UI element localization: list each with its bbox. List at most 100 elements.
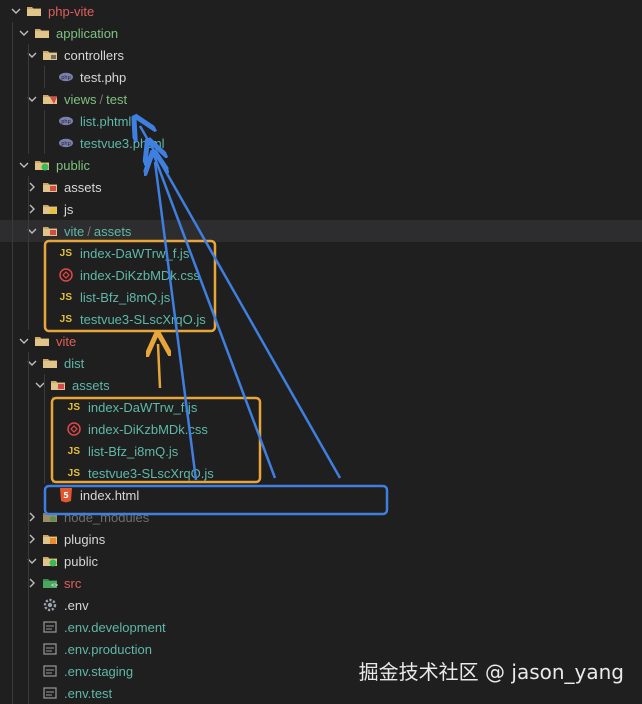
tree-item-env-development[interactable]: .env.development	[0, 616, 642, 638]
tree-item-controllers[interactable]: controllers	[0, 44, 642, 66]
assets-folder-icon	[50, 377, 66, 393]
tree-item-dist-list-js[interactable]: JS list-Bfz_i8mQ.js	[0, 440, 642, 462]
tree-item-label: php-vite	[48, 3, 95, 19]
node-folder-icon	[42, 509, 58, 525]
tree-item-vite-assets[interactable]: vite / assets	[0, 220, 642, 242]
chevron-right-icon[interactable]	[24, 179, 40, 195]
tree-item-plugins[interactable]: plugins	[0, 528, 642, 550]
tree-item-vite-public[interactable]: public	[0, 550, 642, 572]
plugins-folder-icon	[42, 531, 58, 547]
folder-icon	[26, 3, 42, 19]
tree-item-label: .env.staging	[64, 663, 134, 679]
tree-item-label: assets	[72, 377, 110, 393]
tree-item-label: public	[56, 157, 90, 173]
tree-item-src[interactable]: <> src	[0, 572, 642, 594]
chevron-right-icon[interactable]	[24, 575, 40, 591]
tree-item-label: testvue3-SLscXrqO.js	[80, 311, 206, 327]
tree-item-dist-index-css[interactable]: index-DiKzbMDk.css	[0, 418, 642, 440]
tree-item-index-js[interactable]: JS index-DaWTrw_f.js	[0, 242, 642, 264]
tree-item-label: list-Bfz_i8mQ.js	[88, 443, 179, 459]
tree-item-label: node_modules	[64, 509, 150, 525]
tree-item-assets[interactable]: assets	[0, 176, 642, 198]
svg-text:php: php	[61, 141, 71, 147]
php-file-icon: php	[58, 113, 74, 129]
folder-icon	[42, 355, 58, 371]
tree-item-env-production[interactable]: .env.production	[0, 638, 642, 660]
chevron-down-icon[interactable]	[24, 355, 40, 371]
assets-folder-icon	[42, 179, 58, 195]
tree-item-list-js[interactable]: JS list-Bfz_i8mQ.js	[0, 286, 642, 308]
folder-icon	[34, 333, 50, 349]
tree-item-application[interactable]: application	[0, 22, 642, 44]
tree-item-label: js	[64, 201, 74, 217]
tree-item-label: vite	[56, 333, 77, 349]
css-file-icon	[66, 421, 82, 437]
tree-item-label: dist	[64, 355, 85, 371]
env-file-icon	[42, 685, 58, 701]
tree-item-label: testvue3-SLscXrqO.js	[88, 465, 214, 481]
tree-item-index-html[interactable]: 5 index.html	[0, 484, 642, 506]
php-file-icon: php	[58, 69, 74, 85]
css-file-icon	[58, 267, 74, 283]
public-folder-icon	[42, 553, 58, 569]
tree-item-label-2: test	[106, 91, 128, 107]
svg-text:php: php	[61, 75, 71, 81]
tree-item-vite[interactable]: vite	[0, 330, 642, 352]
tree-item-dist-testvue3-js[interactable]: JS testvue3-SLscXrqO.js	[0, 462, 642, 484]
chevron-right-icon[interactable]	[24, 531, 40, 547]
tree-item-label: assets	[64, 179, 102, 195]
tree-item-label: src	[64, 575, 82, 591]
tree-item-label: test.php	[80, 69, 127, 85]
tree-item-testvue3-js[interactable]: JS testvue3-SLscXrqO.js	[0, 308, 642, 330]
tree-item-label: views	[64, 91, 97, 107]
tree-item-dist-index-js[interactable]: JS index-DaWTrw_f.js	[0, 396, 642, 418]
tree-item-node-modules[interactable]: node_modules	[0, 506, 642, 528]
tree-item-label: public	[64, 553, 98, 569]
env-file-icon	[42, 619, 58, 635]
tree-item-env-staging[interactable]: .env.staging	[0, 660, 642, 682]
chevron-down-icon[interactable]	[24, 223, 40, 239]
tree-item-js[interactable]: js	[0, 198, 642, 220]
tree-item-label: index-DaWTrw_f.js	[80, 245, 190, 261]
chevron-down-icon[interactable]	[32, 377, 48, 393]
env-file-icon	[42, 641, 58, 657]
js-file-icon: JS	[59, 247, 73, 259]
tree-item-dist-assets[interactable]: assets	[0, 374, 642, 396]
chevron-right-icon[interactable]	[24, 509, 40, 525]
tree-item-label: plugins	[64, 531, 106, 547]
chevron-down-icon[interactable]	[16, 333, 32, 349]
chevron-down-icon[interactable]	[24, 47, 40, 63]
tree-item-label: application	[56, 25, 119, 41]
chevron-right-icon[interactable]	[24, 201, 40, 217]
chevron-down-icon[interactable]	[16, 25, 32, 41]
chevron-down-icon[interactable]	[8, 3, 24, 19]
path-separator: /	[87, 223, 91, 239]
chevron-down-icon[interactable]	[24, 553, 40, 569]
folder-icon	[34, 25, 50, 41]
watermark: 掘金技术社区 @ jason_yang	[358, 660, 624, 684]
tree-item-list-phtml[interactable]: php list.phtml	[0, 110, 642, 132]
tree-item-views-test[interactable]: views / test	[0, 88, 642, 110]
tree-item-dist[interactable]: dist	[0, 352, 642, 374]
chevron-down-icon[interactable]	[16, 157, 32, 173]
views-folder-icon	[42, 91, 58, 107]
tree-item-index-css[interactable]: index-DiKzbMDk.css	[0, 264, 642, 286]
chevron-down-icon[interactable]	[24, 91, 40, 107]
tree-item-test-php[interactable]: php test.php	[0, 66, 642, 88]
svg-text:5: 5	[63, 491, 69, 500]
tree-item-env-test[interactable]: .env.test	[0, 682, 642, 704]
assets-folder-icon	[42, 223, 58, 239]
js-file-icon: JS	[67, 445, 81, 457]
tree-item-label: list.phtml	[80, 113, 132, 129]
php-file-icon: php	[58, 135, 74, 151]
tree-item-env[interactable]: .env	[0, 594, 642, 616]
tree-item-public[interactable]: public	[0, 154, 642, 176]
svg-text:php: php	[61, 119, 71, 125]
tree-item-php-vite[interactable]: php-vite	[0, 0, 642, 22]
js-file-icon: JS	[59, 313, 73, 325]
html-file-icon: 5	[58, 487, 74, 503]
tree-item-testvue3-phtml[interactable]: php testvue3.phtml	[0, 132, 642, 154]
js-folder-icon	[42, 201, 58, 217]
src-folder-icon: <>	[42, 575, 58, 591]
